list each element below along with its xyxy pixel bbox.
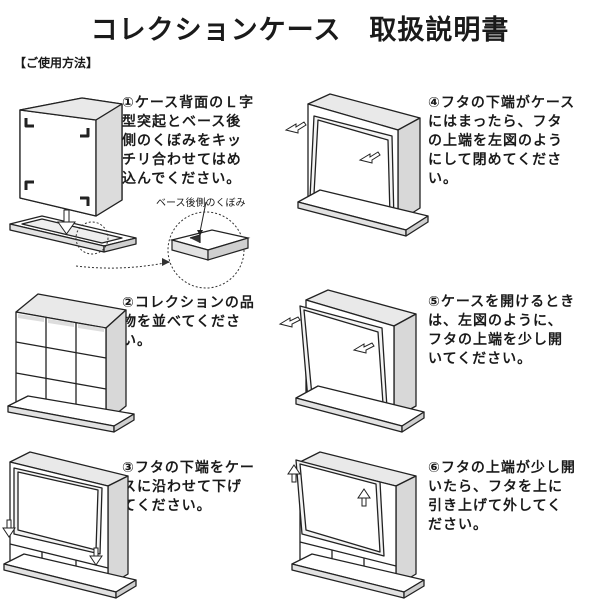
step-5-illustration <box>276 290 426 440</box>
step-1-illustration <box>0 90 280 290</box>
section-label: 【ご使用方法】 <box>14 56 99 70</box>
step-3-illustration <box>0 456 140 600</box>
step-6-illustration <box>286 456 426 600</box>
pull-arrow-icon <box>280 317 374 353</box>
step-6-text: ⑥フタの上端が少し開 いたら、フタを上に 引き上げて外してく ださい。 <box>428 460 576 533</box>
page-title: コレクションケース 取扱説明書 <box>90 15 510 46</box>
up-arrow-icon <box>288 465 370 506</box>
down-arrow-icon <box>58 210 75 234</box>
step-2-text: ②コレクションの品 物を並べてくださ い。 <box>122 295 255 349</box>
base-groove-callout: ベース後側のくぼみ <box>156 198 246 209</box>
push-arrow-icon <box>286 122 380 163</box>
down-arrow-icon <box>3 520 102 565</box>
step-5-text: ⑤ケースを開けるとき は、左図のように、 フタの上端を少し開 いてください。 <box>428 294 576 367</box>
step-2-illustration <box>0 288 140 428</box>
step-4-text: ④フタの下端がケース にはまったら、フタ の上端を左図のよう にして閉めてくださ… <box>428 95 576 187</box>
step-4-illustration <box>280 90 430 240</box>
step-1-text: ①ケース背面のＬ字 型突起とベース後 側のくぼみをキッ チリ合わせてはめ 込んで… <box>122 95 255 187</box>
step-3-text: ③フタの下端をケー スに沿わせて下げ てください。 <box>122 460 255 514</box>
